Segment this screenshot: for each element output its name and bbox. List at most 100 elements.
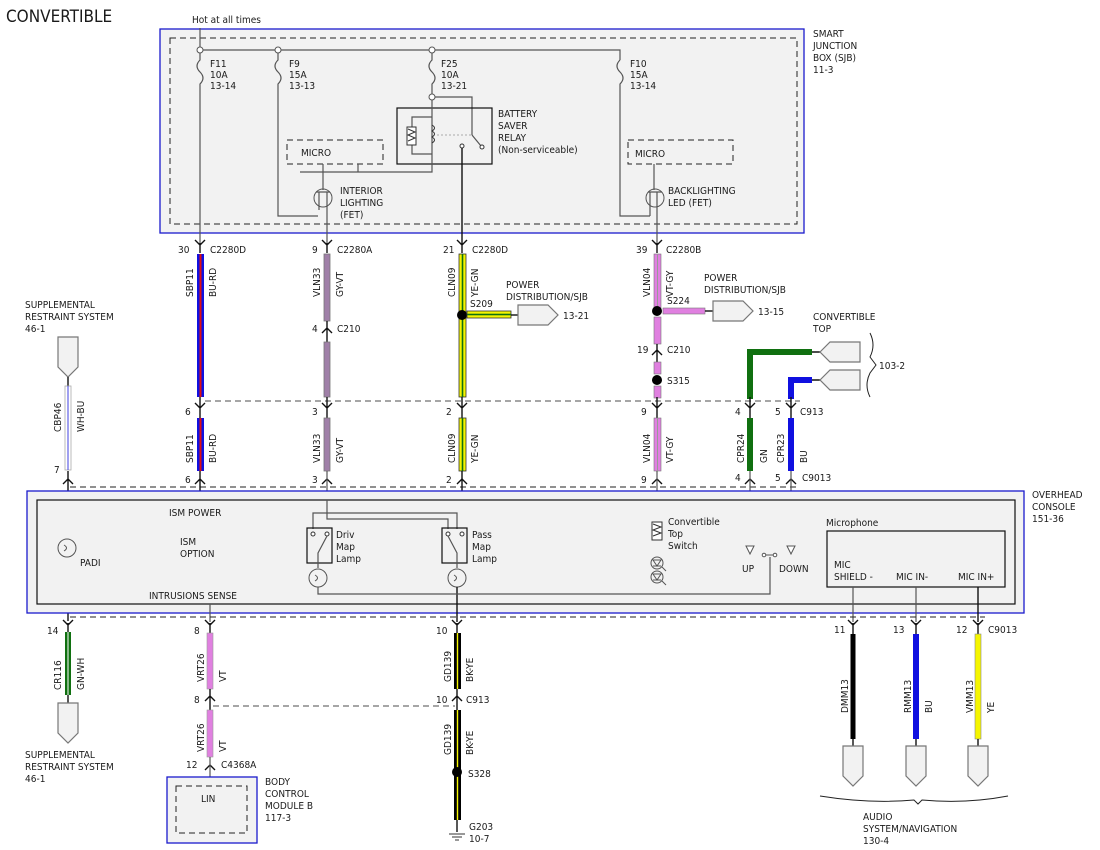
circuit-cln09: 21 C2280D CLN09 YE-GN S209 POWER DISTRIB… [443, 239, 589, 527]
svg-text:CONTROL: CONTROL [265, 789, 309, 800]
backlighting-led-fet: BACKLIGHTING LED (FET) [645, 186, 736, 243]
svg-text:G203: G203 [469, 822, 493, 833]
svg-text:21: 21 [443, 245, 454, 256]
svg-text:19: 19 [637, 345, 649, 356]
svg-text:POWER: POWER [704, 273, 737, 284]
svg-text:10: 10 [436, 626, 448, 637]
svg-text:13-21: 13-21 [563, 311, 589, 322]
svg-text:TOP: TOP [812, 324, 832, 335]
svg-text:YE-GN: YE-GN [470, 435, 481, 465]
svg-text:VLN33: VLN33 [312, 434, 323, 463]
fuse-f25: F25 10A 13-21 [428, 53, 473, 135]
svg-text:BU: BU [799, 450, 810, 463]
up-down-switch: UP DOWN [742, 545, 809, 575]
svg-text:9: 9 [641, 407, 647, 418]
svg-text:GY-VT: GY-VT [335, 437, 346, 463]
svg-text:ISM: ISM [180, 537, 196, 548]
power-distribution-connector [517, 304, 559, 326]
svg-text:YE-GN: YE-GN [470, 269, 481, 299]
svg-text:CR116: CR116 [53, 660, 64, 690]
svg-text:15A: 15A [630, 70, 648, 81]
svg-text:C2280D: C2280D [472, 245, 508, 256]
svg-text:S209: S209 [470, 299, 493, 310]
audio-connector [905, 745, 927, 787]
svg-text:C913: C913 [466, 695, 489, 706]
padi-lamp: PADI [57, 538, 101, 569]
svg-text:F11: F11 [210, 59, 227, 70]
svg-text:13-21: 13-21 [441, 81, 467, 92]
svg-text:9: 9 [312, 245, 318, 256]
svg-text:Convertible: Convertible [668, 517, 720, 528]
svg-text:VLN33: VLN33 [312, 268, 323, 297]
svg-text:VRT26: VRT26 [196, 723, 207, 752]
svg-text:YE: YE [986, 702, 997, 714]
svg-text:13-14: 13-14 [210, 81, 236, 92]
audio-connector [842, 745, 864, 787]
svg-text:C2280B: C2280B [666, 245, 701, 256]
svg-text:5: 5 [775, 407, 781, 418]
svg-text:BATTERY: BATTERY [498, 109, 538, 120]
svg-text:F25: F25 [441, 59, 458, 70]
svg-text:C2280A: C2280A [337, 245, 373, 256]
svg-text:DOWN: DOWN [779, 564, 809, 575]
svg-text:C2280D: C2280D [210, 245, 246, 256]
fuse-f11: F11 10A 13-14 [196, 53, 236, 243]
svg-text:S224: S224 [667, 296, 690, 307]
fuse-f9: F9 15A 13-13 [274, 53, 318, 217]
convertible-top: CONVERTIBLE TOP 103-2 4 CPR24 GN 4 5 C91… [735, 312, 905, 552]
svg-text:BU: BU [924, 700, 935, 713]
svg-text:SAVER: SAVER [498, 121, 528, 132]
svg-text:13-14: 13-14 [630, 81, 656, 92]
circuit-sbp11: 30 C2280D SBP11 BU-RD 6 SBP11 BU-RD 6 [178, 239, 246, 500]
svg-text:C210: C210 [337, 324, 361, 335]
svg-text:ISM POWER: ISM POWER [169, 508, 221, 519]
driver-map-lamp: Driv Map Lamp [306, 527, 361, 588]
svg-text:DMM13: DMM13 [840, 679, 851, 713]
overhead-console: OVERHEAD CONSOLE 151-36 ISM POWER ISM OP… [26, 490, 1083, 622]
svg-text:2: 2 [446, 475, 452, 486]
svg-text:(Non-serviceable): (Non-serviceable) [498, 145, 578, 156]
svg-text:MIC IN-: MIC IN- [896, 572, 928, 583]
svg-text:13-15: 13-15 [758, 307, 784, 318]
svg-text:MIC: MIC [834, 560, 851, 571]
circuit-vln04: 39 C2280B VLN04 VT-GY S224 POWER DISTRIB… [636, 239, 786, 525]
brace-icon [819, 795, 1009, 805]
svg-text:Microphone: Microphone [826, 518, 879, 529]
srs-top: SUPPLEMENTAL RESTRAINT SYSTEM 46-1 CBP46… [25, 300, 114, 621]
svg-text:15A: 15A [289, 70, 307, 81]
svg-text:3: 3 [312, 475, 318, 486]
svg-text:INTRUSIONS SENSE: INTRUSIONS SENSE [149, 591, 237, 602]
svg-text:SBP11: SBP11 [185, 268, 196, 297]
svg-text:Driv: Driv [336, 530, 355, 541]
svg-text:VT: VT [218, 670, 229, 682]
svg-text:RESTRAINT SYSTEM: RESTRAINT SYSTEM [25, 762, 114, 773]
svg-text:6: 6 [185, 475, 191, 486]
svg-text:CBP46: CBP46 [53, 402, 64, 432]
svg-text:2: 2 [446, 407, 452, 418]
svg-text:PADI: PADI [80, 558, 101, 569]
brace-icon [866, 332, 877, 398]
svg-text:POWER: POWER [506, 280, 539, 291]
svg-text:Map: Map [336, 542, 355, 553]
bus-node [274, 46, 282, 54]
svg-text:VLN04: VLN04 [642, 433, 653, 463]
svg-text:GD139: GD139 [443, 724, 454, 755]
audio-connector [967, 745, 989, 787]
svg-text:RELAY: RELAY [498, 133, 527, 144]
svg-text:Pass: Pass [472, 530, 492, 541]
svg-text:VT-GY: VT-GY [665, 270, 676, 297]
svg-text:10: 10 [436, 695, 448, 706]
sjb-page-ref: 11-3 [813, 65, 833, 76]
svg-text:MIC IN+: MIC IN+ [958, 572, 994, 583]
svg-text:14: 14 [47, 626, 59, 637]
svg-text:MICRO: MICRO [301, 148, 331, 159]
svg-text:CPR23: CPR23 [776, 434, 787, 463]
svg-text:CLN09: CLN09 [447, 433, 458, 463]
svg-text:BK-YE: BK-YE [465, 730, 476, 755]
svg-text:SUPPLEMENTAL: SUPPLEMENTAL [25, 750, 95, 761]
svg-text:LIN: LIN [201, 794, 215, 805]
svg-text:8: 8 [194, 626, 200, 637]
svg-text:130-4: 130-4 [863, 836, 889, 847]
svg-text:RESTRAINT SYSTEM: RESTRAINT SYSTEM [25, 312, 114, 323]
svg-text:10A: 10A [210, 70, 228, 81]
